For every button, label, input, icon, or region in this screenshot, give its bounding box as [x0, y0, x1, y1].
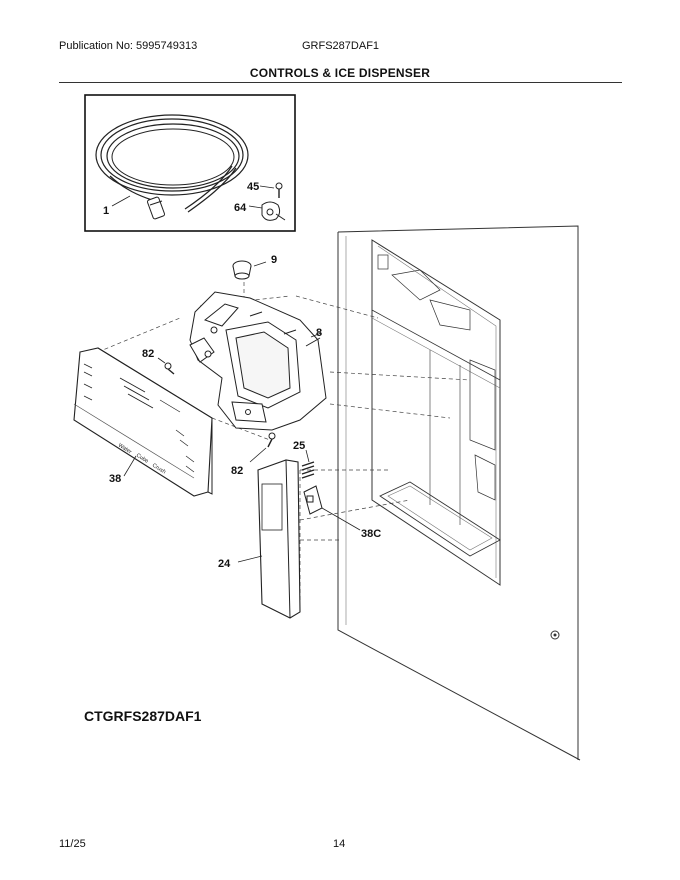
callout-38c: 38C — [361, 528, 381, 540]
header-rule — [59, 82, 622, 83]
callout-64: 64 — [234, 202, 247, 214]
refrigerator-door — [337, 225, 581, 761]
dispenser-housing-part-8 — [189, 291, 327, 431]
callout-8: 8 — [316, 327, 322, 339]
screw-part-45 — [275, 182, 283, 198]
dispenser-cover-part-24 — [237, 459, 301, 619]
callout-38: 38 — [109, 473, 121, 485]
diagram-caption: CTGRFS287DAF1 — [84, 708, 202, 724]
screw-part-82-lower — [249, 432, 276, 463]
screw-part-82-upper — [157, 357, 175, 375]
tube-fitting — [147, 196, 165, 220]
door-lock-icon — [550, 630, 560, 640]
knob-part-9 — [232, 260, 267, 280]
tube-kit-inset — [84, 94, 296, 232]
model-number: GRFS287DAF1 — [302, 40, 380, 52]
clamp-part-64 — [261, 201, 286, 221]
spring-part-25 — [301, 449, 315, 479]
control-panel-part-38: Water Cube Crush — [73, 347, 213, 497]
callout-45: 45 — [247, 181, 259, 193]
callout-1: 1 — [103, 205, 109, 217]
callout-25: 25 — [293, 440, 305, 452]
publication-number: Publication No: 5995749313 — [59, 40, 198, 52]
switch-part-38c — [303, 485, 361, 531]
callout-82-lower: 82 — [231, 465, 243, 477]
callout-9: 9 — [271, 254, 277, 266]
section-title: CONTROLS & ICE DISPENSER — [249, 66, 431, 80]
callout-24: 24 — [218, 558, 231, 570]
callout-82-upper: 82 — [142, 348, 154, 360]
footer-date: 11/25 — [59, 838, 86, 850]
water-tube-coil — [95, 114, 249, 196]
page-number: 14 — [333, 838, 346, 850]
